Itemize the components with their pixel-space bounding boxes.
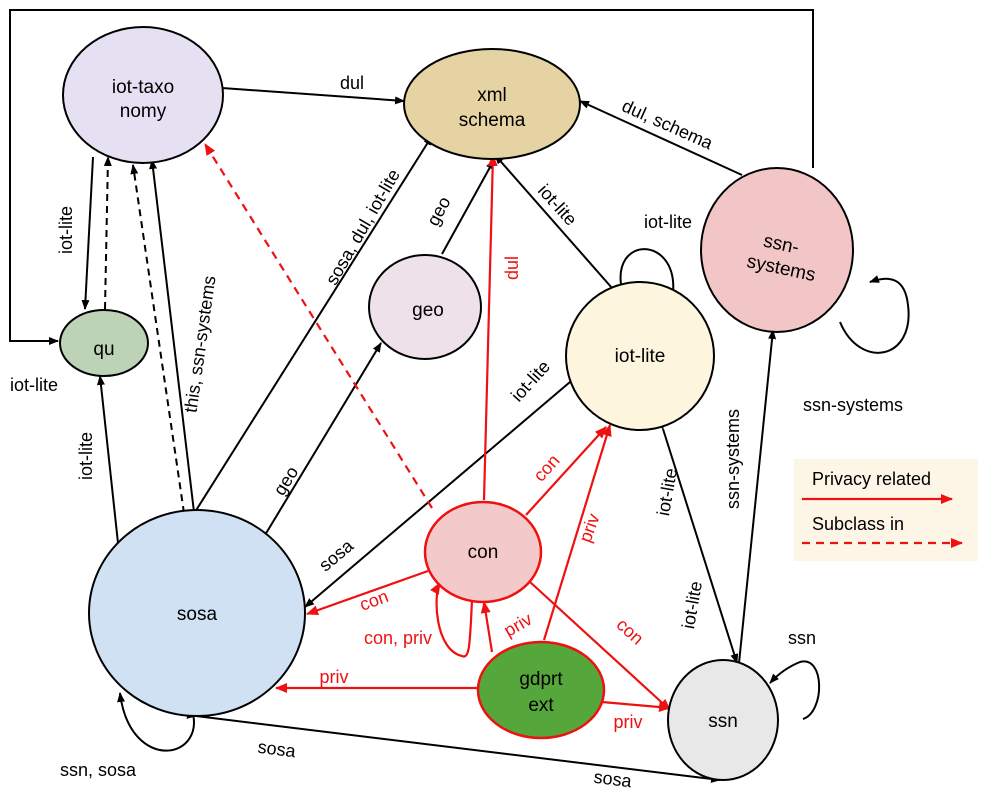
edge-sosa-geo — [261, 342, 382, 541]
edge-geo-xml — [441, 159, 495, 255]
edge-ssn-ssnsystems — [734, 329, 777, 673]
legend-lines — [802, 494, 963, 548]
node-xml-schema — [403, 48, 581, 160]
node-gdprt-ext-label-1: gdprt — [519, 669, 563, 690]
edge-con-ssn — [529, 581, 671, 711]
label-con-priv: con, priv — [364, 628, 432, 648]
label-sosa-bottom-1: sosa — [257, 737, 298, 762]
label-ssn-self: ssn — [788, 628, 816, 648]
node-ssn-systems — [700, 167, 854, 333]
edge-gdprt-con — [480, 601, 494, 653]
label-con-ssn: con — [613, 614, 648, 648]
edge-con-sosa — [306, 569, 429, 616]
edge-sosa-xml — [194, 135, 433, 513]
label-dul: dul — [340, 73, 364, 93]
label-ssn-sosa-self: ssn, sosa — [60, 760, 137, 780]
label-priv-ssn: priv — [613, 712, 642, 732]
node-iot-taxonomy-label-1: iot-taxo — [112, 77, 174, 98]
loop-ssn — [769, 660, 821, 720]
loop-ssnsystems — [839, 275, 910, 354]
label-sosa-con: sosa — [315, 535, 358, 575]
edge-con-iotlite — [525, 426, 607, 516]
node-con — [423, 500, 543, 604]
node-geo-label: geo — [412, 300, 444, 321]
node-ssn — [667, 659, 779, 781]
edge-sosa-iottaxo-dashed — [130, 164, 185, 514]
label-sosa-bottom-2: sosa — [593, 767, 634, 792]
label-iotlite-sosa: iot-lite — [507, 356, 554, 405]
loop-sosa — [117, 692, 195, 752]
edge-iottaxo-xml — [221, 87, 405, 105]
label-geo-sosa: geo — [269, 463, 302, 499]
edge-con-xml — [482, 154, 498, 501]
label-this-ssn-systems: this, ssn-systems — [181, 274, 220, 413]
loop-con — [430, 582, 474, 658]
label-iotlite-ssn-1: iot-lite — [653, 467, 681, 518]
label-iotlite-sosa-qu: iot-lite — [76, 432, 96, 480]
node-geo — [368, 254, 482, 360]
edge-sosa-qu — [96, 375, 119, 544]
node-con-label: con — [468, 542, 499, 563]
edge-con-iottaxo-dashed — [204, 143, 433, 509]
label-iotlite-ssn-2: iot-lite — [678, 580, 706, 631]
edge-ssnsystems-xml — [579, 100, 743, 176]
label-dul-red: dul — [502, 256, 522, 280]
node-sosa — [88, 509, 306, 717]
node-xml-schema-label-1: xml — [477, 85, 507, 106]
node-iot-lite-label: iot-lite — [615, 346, 666, 367]
edge-gdprt-ssn — [601, 700, 671, 713]
label-ssn-systems-vertical: ssn-systems — [723, 409, 743, 509]
node-sosa-label: sosa — [177, 604, 218, 625]
node-iot-taxonomy — [62, 26, 224, 164]
edge-iotlite-sosa — [304, 373, 580, 608]
node-xml-schema-label-2: schema — [459, 110, 526, 131]
legend: Privacy related Subclass in — [794, 459, 978, 561]
label-ssn-systems-self: ssn-systems — [803, 395, 903, 415]
loop-iotlite — [619, 248, 675, 300]
edge-qu-iottaxo-dashed — [103, 156, 112, 310]
node-gdprt-ext-label-2: ext — [528, 695, 554, 716]
label-iotlite-xml: iot-lite — [534, 180, 581, 229]
node-qu — [59, 309, 149, 377]
legend-privacy-label: Privacy related — [812, 469, 932, 489]
label-iotlite-qu-left: iot-lite — [56, 206, 76, 254]
label-geo-xml: geo — [423, 193, 455, 229]
label-priv-iotlite: priv — [575, 511, 604, 545]
node-iot-taxonomy-label-2: nomy — [120, 101, 167, 122]
label-priv-con: priv — [500, 609, 535, 641]
label-iotlite-outside: iot-lite — [10, 375, 58, 395]
label-con-sosa: con — [357, 586, 391, 615]
node-iot-lite — [565, 281, 715, 431]
edge-sosa-ssn — [186, 710, 721, 783]
edge-sosa-iottaxo — [149, 159, 195, 513]
edge-iottaxo-qu — [81, 156, 94, 310]
legend-subclass-label: Subclass in — [812, 514, 905, 534]
node-ssn-label: ssn — [708, 711, 738, 732]
edge-ssnsystems-qu-frame — [9, 9, 814, 345]
node-gdprt-ext — [476, 640, 606, 740]
label-priv-sosa: priv — [319, 667, 348, 687]
edge-iotlite-ssn — [656, 419, 739, 664]
label-iotlite-self: iot-lite — [644, 212, 692, 232]
edge-xml-iotlite — [494, 154, 621, 298]
node-qu-label: qu — [93, 339, 114, 360]
